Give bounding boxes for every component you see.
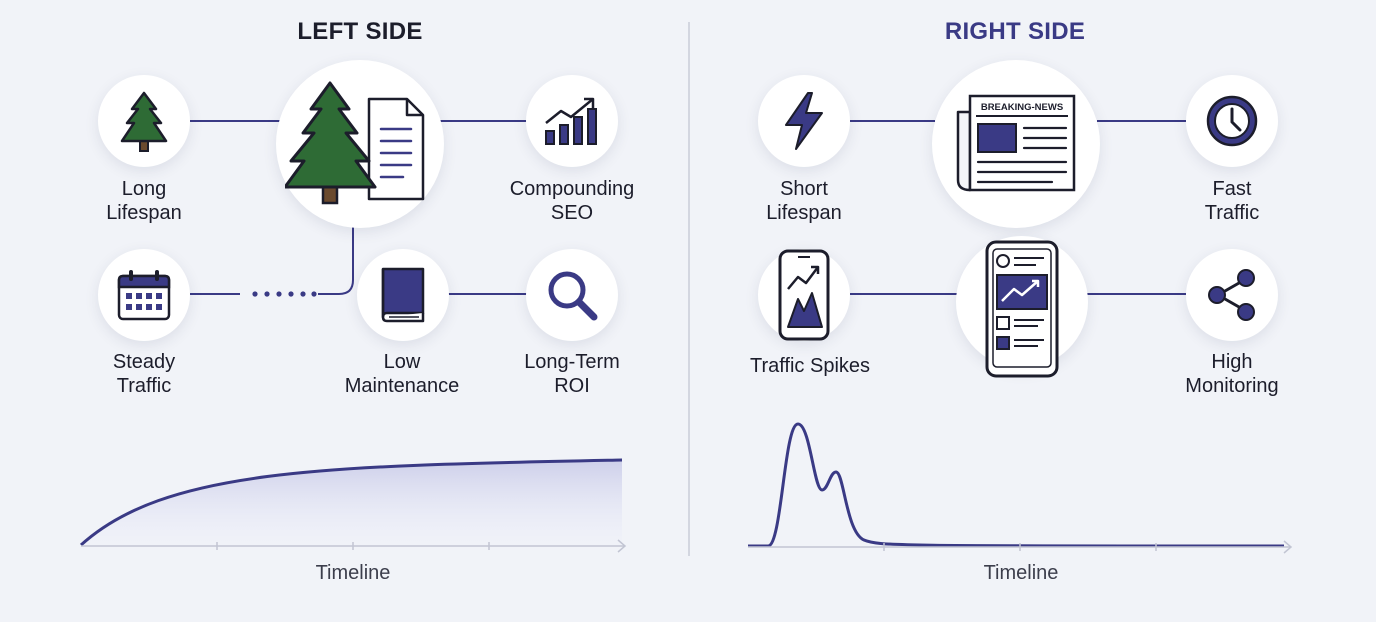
left-panel-title: LEFT SIDE — [297, 18, 423, 45]
node-long-lifespan — [98, 75, 190, 167]
node-traffic-spikes — [758, 249, 850, 341]
node-mobile-feed — [956, 236, 1088, 378]
book-icon — [381, 267, 425, 323]
node-compounding-seo — [526, 75, 618, 167]
node-short-lifespan — [758, 75, 850, 167]
label-fast-traffic: Fast Traffic — [1204, 178, 1260, 224]
node-long-term-roi — [526, 249, 618, 341]
newspaper-headline: BREAKING-NEWS — [981, 102, 1063, 113]
newspaper-icon: BREAKING-NEWS — [956, 94, 1076, 192]
share-nodes-icon — [1208, 269, 1255, 321]
tree-and-document-icon — [285, 81, 425, 205]
label-high-monitoring: High Monitoring — [1185, 351, 1279, 397]
node-evergreen-content — [276, 60, 444, 228]
clock-icon — [1206, 95, 1258, 147]
label-long-term-roi: Long-Term ROI — [524, 351, 620, 397]
left-timeline-chart — [79, 458, 627, 553]
phone-spike-chart-icon — [778, 249, 830, 341]
right-panel-title: RIGHT SIDE — [944, 18, 1086, 45]
label-compounding-seo: Compounding SEO — [509, 178, 635, 224]
label-steady-traffic: Steady Traffic — [112, 351, 176, 397]
node-steady-traffic — [98, 249, 190, 341]
node-breaking-news: BREAKING-NEWS — [932, 60, 1100, 228]
smartphone-feed-icon — [985, 240, 1059, 378]
lightning-icon — [785, 92, 823, 150]
label-traffic-spikes: Traffic Spikes — [749, 355, 871, 377]
label-long-lifespan: Long Lifespan — [106, 178, 182, 224]
right-timeline-chart — [748, 422, 1293, 554]
calendar-icon — [117, 270, 171, 321]
right-axis-label: Timeline — [983, 562, 1059, 584]
growth-bar-chart-icon — [545, 97, 597, 145]
node-high-monitoring — [1186, 249, 1278, 341]
node-low-maintenance — [357, 249, 449, 341]
label-low-maintenance: Low Maintenance — [344, 351, 460, 397]
pine-tree-icon — [120, 91, 168, 152]
panel-divider — [688, 22, 690, 556]
magnifier-icon — [548, 271, 598, 321]
label-short-lifespan: Short Lifespan — [766, 178, 842, 224]
node-fast-traffic — [1186, 75, 1278, 167]
left-axis-label: Timeline — [315, 562, 391, 584]
